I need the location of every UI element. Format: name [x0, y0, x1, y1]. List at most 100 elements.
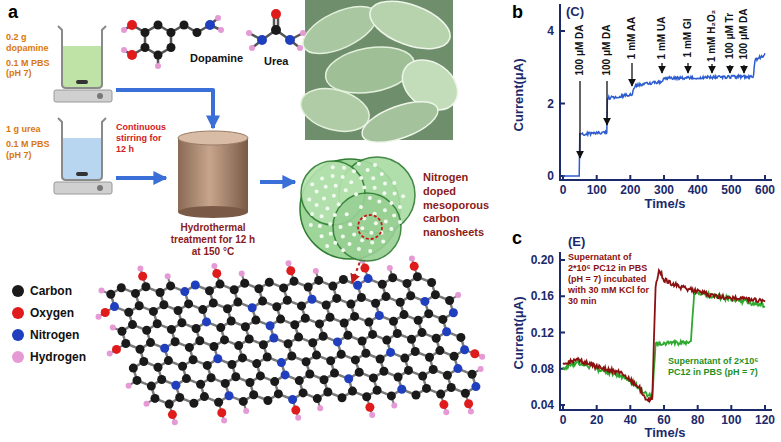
lattice-bonds — [111, 277, 476, 404]
urea-molecule — [271, 9, 281, 19]
lattice-atom — [479, 354, 485, 360]
lattice-atom — [245, 335, 254, 344]
lattice-atom — [305, 370, 314, 379]
annotation-arrows — [580, 63, 744, 158]
lattice-atom — [202, 317, 211, 326]
nanosheet-node — [366, 168, 370, 172]
dopamine-molecule — [154, 21, 163, 30]
nanosheet-node — [349, 180, 353, 184]
lattice-atom — [364, 318, 373, 327]
lattice-atom — [414, 316, 423, 325]
lattice-atom — [326, 313, 335, 322]
current-trace — [563, 53, 765, 176]
nanosheet-node — [382, 191, 386, 195]
nanosheet-node — [318, 224, 322, 228]
text-label: Urea — [264, 55, 288, 67]
lattice-atom — [141, 282, 150, 291]
legend-swatch — [12, 285, 24, 297]
lattice-atom — [221, 418, 227, 424]
lattice-atom — [319, 332, 328, 341]
lattice-atom — [313, 394, 322, 403]
nanosheet-node — [295, 145, 420, 265]
lattice-atom — [443, 409, 449, 415]
nanosheet-node — [329, 232, 333, 236]
chart-c-axes — [560, 252, 772, 410]
lattice-atom — [165, 400, 174, 409]
lattice-atom — [239, 397, 248, 406]
tick-label: 0 — [560, 183, 567, 197]
lattice-atom — [348, 387, 357, 396]
lattice-atom — [365, 403, 374, 412]
lattice-atom — [185, 343, 194, 352]
lattice-atom — [338, 393, 347, 402]
lattice-atom — [241, 322, 250, 331]
lattice-atom — [432, 334, 441, 343]
lattice-atom — [358, 337, 367, 346]
lattice-atom — [312, 351, 321, 360]
beaker-node — [58, 118, 106, 180]
lattice-atom — [254, 284, 263, 293]
green-trace — [563, 292, 765, 398]
lattice-atom — [456, 333, 465, 342]
lattice-atom — [131, 289, 140, 298]
lattice-atom — [110, 325, 116, 331]
nanosheet-node — [342, 166, 346, 170]
lattice-atom — [200, 392, 209, 401]
panel-letter: b — [512, 2, 523, 23]
lattice-atom — [343, 331, 352, 340]
nanosheet-node — [359, 176, 363, 180]
nanosheet-node — [383, 208, 387, 212]
nanosheet-node — [333, 193, 401, 261]
lattice-atom — [425, 353, 434, 362]
lattice-atom — [412, 391, 421, 400]
lattice-atom — [269, 334, 278, 343]
annotation-arrows — [711, 64, 712, 73]
nanosheet-node — [333, 241, 337, 245]
nanosheet-node — [331, 165, 335, 169]
lattice-atom — [337, 350, 346, 359]
nanosheet-node — [310, 182, 314, 186]
lattice-atom — [413, 272, 422, 281]
lattice-atom — [447, 383, 456, 392]
lattice-atom — [308, 338, 317, 347]
nanosheet-node — [373, 186, 377, 190]
text-box: 1 g urea0.1 M PBS (pH 7) — [6, 124, 52, 160]
lattice-atom — [427, 278, 436, 287]
nanosheet-node — [320, 176, 324, 180]
lattice-atom — [209, 299, 218, 308]
tick-label: 100 — [587, 183, 607, 197]
tick-label: 200 — [620, 183, 640, 197]
lattice-atom — [424, 309, 433, 318]
nanosheet-node — [393, 192, 397, 196]
chart-b-axes — [560, 4, 772, 180]
nanosheet-node — [360, 238, 364, 242]
node-text: Hydrothermal treatment for 12 h at 150 °… — [166, 222, 260, 258]
lattice-atom — [418, 328, 427, 337]
lattice-atom — [211, 263, 217, 269]
lattice-atom — [265, 278, 274, 287]
nanosheet-node — [377, 200, 381, 204]
lattice-atom — [350, 312, 359, 321]
lattice-atom — [137, 266, 143, 272]
nanosheet-node — [368, 196, 372, 200]
tick-label: 300 — [654, 183, 674, 197]
tick-label: 80 — [691, 413, 704, 427]
dopamine-molecule — [180, 21, 189, 30]
lattice-atom — [344, 374, 353, 383]
beaker-node — [58, 26, 106, 88]
lattice-atom — [391, 403, 397, 409]
lattice-atom — [106, 290, 115, 299]
legend-text: Oxygen — [30, 306, 74, 320]
lattice-atom — [397, 385, 406, 394]
legend-text: Hydrogen — [30, 350, 86, 364]
legend-swatch — [12, 329, 24, 341]
annotation-arrows — [606, 81, 607, 125]
text-label: Supernatant of 2×10⁶ PC12 in PBS (pH = 7… — [668, 356, 764, 378]
lattice-atom — [286, 260, 292, 266]
beaker-node — [97, 185, 103, 191]
lattice-atom — [281, 370, 290, 379]
lattice-atom — [118, 327, 127, 336]
lattice-atom — [234, 341, 243, 350]
nanosheet-node — [373, 163, 377, 167]
lattice-atom — [205, 286, 214, 295]
